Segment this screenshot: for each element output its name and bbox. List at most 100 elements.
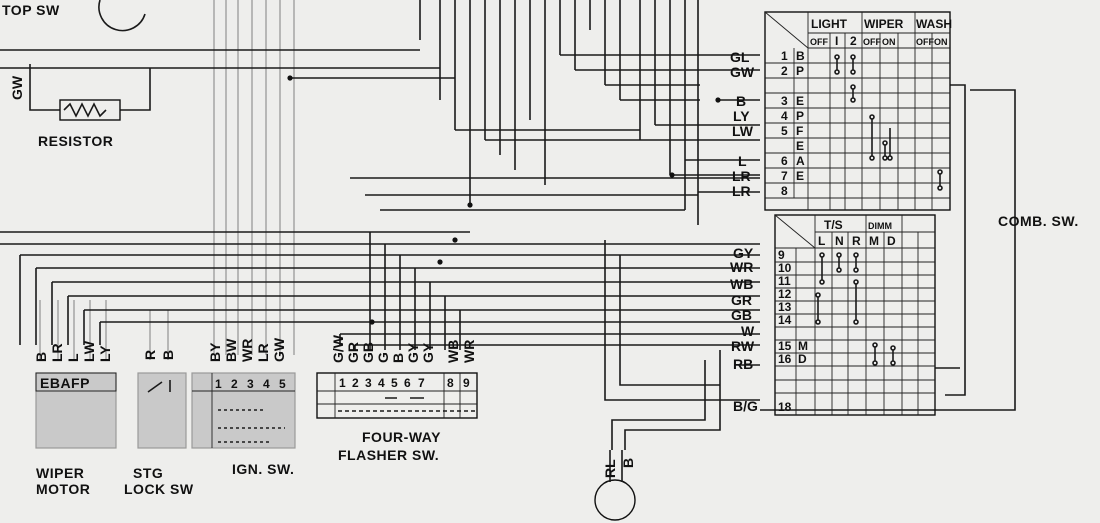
comb-header-ts: T/S xyxy=(824,218,843,232)
comb-row-code: M xyxy=(798,339,808,353)
comb-sub-4: ON xyxy=(882,37,896,47)
comb-row-num: 13 xyxy=(778,300,792,314)
steering-lock-switch: R B STG LOCK SW xyxy=(124,350,194,497)
flasher-wire-gy: GY xyxy=(405,342,421,363)
comb-wire-label: WB xyxy=(730,276,753,292)
flasher-term-9: 9 xyxy=(463,376,470,390)
comb-sub-1: I xyxy=(835,34,838,48)
comb-row-code: P xyxy=(796,64,804,78)
harness-wires xyxy=(0,0,1016,450)
comb-header-wash: WASH xyxy=(916,17,952,31)
horn: RL B xyxy=(594,450,636,521)
comb-switch-upper: LIGHT WIPER WASH OFF I 2 OFF ON OFF ON 1… xyxy=(730,11,952,211)
comb-wire-label: B xyxy=(736,93,746,109)
ign-wire-by: BY xyxy=(207,342,223,362)
comb-wire-label: WR xyxy=(730,259,753,275)
comb-row-num: 6 xyxy=(781,154,788,168)
comb-wire-label: RW xyxy=(731,338,755,354)
ign-term-4: 4 xyxy=(263,377,270,391)
comb-wire-label: GW xyxy=(730,64,755,80)
flasher-term-4: 4 xyxy=(378,376,385,390)
comb-wire-label: GY xyxy=(733,245,754,261)
flasher-term-7: 7 xyxy=(418,376,425,390)
comb-wire-label: LY xyxy=(733,108,750,124)
resistor-label: RESISTOR xyxy=(38,133,113,149)
comb-row-code: E xyxy=(796,139,804,153)
ignition-switch: 1 2 3 4 5 BY BW WR LR GW IGN. SW. xyxy=(191,337,296,477)
resistor: GW RESISTOR xyxy=(9,75,121,149)
comb-sub-m: M xyxy=(869,234,879,248)
flasher-label-1: FOUR-WAY xyxy=(362,429,441,445)
comb-wire-label: L xyxy=(738,153,747,169)
comb-wire-label: B/G xyxy=(733,398,758,414)
ign-wire-gw: GW xyxy=(271,337,287,362)
wiper-wire-lr: LR xyxy=(49,343,65,362)
wiper-wire-b: B xyxy=(33,352,49,362)
gw-wire-label: GW xyxy=(9,75,25,100)
comb-sub-2: 2 xyxy=(850,34,857,48)
horn-wire-rl: RL xyxy=(602,459,618,478)
comb-row-num: 11 xyxy=(778,274,791,288)
comb-sub-l: L xyxy=(818,234,825,248)
flasher-term-2: 2 xyxy=(352,376,359,390)
wiper-wire-lw: LW xyxy=(81,340,97,362)
flasher-wire-g: G xyxy=(375,352,391,363)
faded-harness-wires xyxy=(39,0,295,360)
comb-row-num: 15 xyxy=(778,339,792,353)
wiper-motor-terminals: EBAFP xyxy=(40,375,90,391)
comb-wire-label: W xyxy=(741,323,755,339)
comb-header-dimm: DIMM xyxy=(868,221,892,231)
ign-wire-lr: LR xyxy=(255,343,271,362)
wiper-wire-l: L xyxy=(65,353,81,362)
comb-sub-0: OFF xyxy=(810,37,828,47)
ign-term-2: 2 xyxy=(231,377,238,391)
ign-term-1: 1 xyxy=(215,377,222,391)
comb-wire-label: LW xyxy=(732,123,754,139)
wiper-motor-label-2: MOTOR xyxy=(36,481,90,497)
wiper-motor: EBAFP B LR L LW LY WIPER MOTOR xyxy=(33,340,117,497)
comb-wire-label: GL xyxy=(730,49,750,65)
comb-row-num: 14 xyxy=(778,313,792,327)
junction-dots xyxy=(287,75,721,325)
flasher-wire-b: B xyxy=(390,353,406,363)
flasher-term-1: 1 xyxy=(339,376,346,390)
ign-wire-bw: BW xyxy=(223,338,239,362)
comb-row-num: 12 xyxy=(778,287,792,301)
flasher-wire-gy2: GY xyxy=(420,342,436,363)
comb-row-code: B xyxy=(796,49,805,63)
comb-row-code: A xyxy=(796,154,805,168)
comb-sub-d: D xyxy=(887,234,896,248)
comb-row-num: 5 xyxy=(781,124,788,138)
comb-row-num: 4 xyxy=(781,109,788,123)
comb-row-num: 7 xyxy=(781,169,788,183)
flasher-wire-wr: WR xyxy=(461,340,477,363)
flasher-term-6: 6 xyxy=(404,376,411,390)
four-way-flasher-switch: 1 2 3 4 5 6 7 8 9 G/W GR GB G B GY GY WB… xyxy=(316,334,478,463)
stg-wire-r: R xyxy=(142,350,158,360)
comb-row-num: 2 xyxy=(781,64,788,78)
comb-sub-n: N xyxy=(835,234,844,248)
comb-row-code: F xyxy=(796,124,803,138)
comb-row-num: 16 xyxy=(778,352,792,366)
ign-sw-label: IGN. SW. xyxy=(232,461,294,477)
comb-switch-lower: T/S DIMM L N R M D 9 10 11 12 13 14 15 M… xyxy=(730,214,936,416)
comb-wire-label: GR xyxy=(731,292,752,308)
comb-header-light: LIGHT xyxy=(811,17,848,31)
stg-lock-label-1: STG xyxy=(133,465,163,481)
comb-row-code: D xyxy=(798,352,807,366)
comb-row-num: 1 xyxy=(781,49,788,63)
wiper-motor-label-1: WIPER xyxy=(36,465,84,481)
comb-wire-label: RB xyxy=(733,356,753,372)
comb-wire-label: LR xyxy=(732,168,751,184)
flasher-wire-wb: WB xyxy=(445,340,461,363)
stg-lock-label-2: LOCK SW xyxy=(124,481,194,497)
comb-switch-label: COMB. SW. xyxy=(998,213,1079,229)
wiper-wire-ly: LY xyxy=(97,345,113,362)
flasher-term-5: 5 xyxy=(391,376,398,390)
comb-row-code: P xyxy=(796,109,804,123)
comb-sub-3: OFF xyxy=(863,37,881,47)
stop-switch: TOP SW xyxy=(2,0,146,32)
ign-term-3: 3 xyxy=(247,377,254,391)
comb-row-num: 3 xyxy=(781,94,788,108)
